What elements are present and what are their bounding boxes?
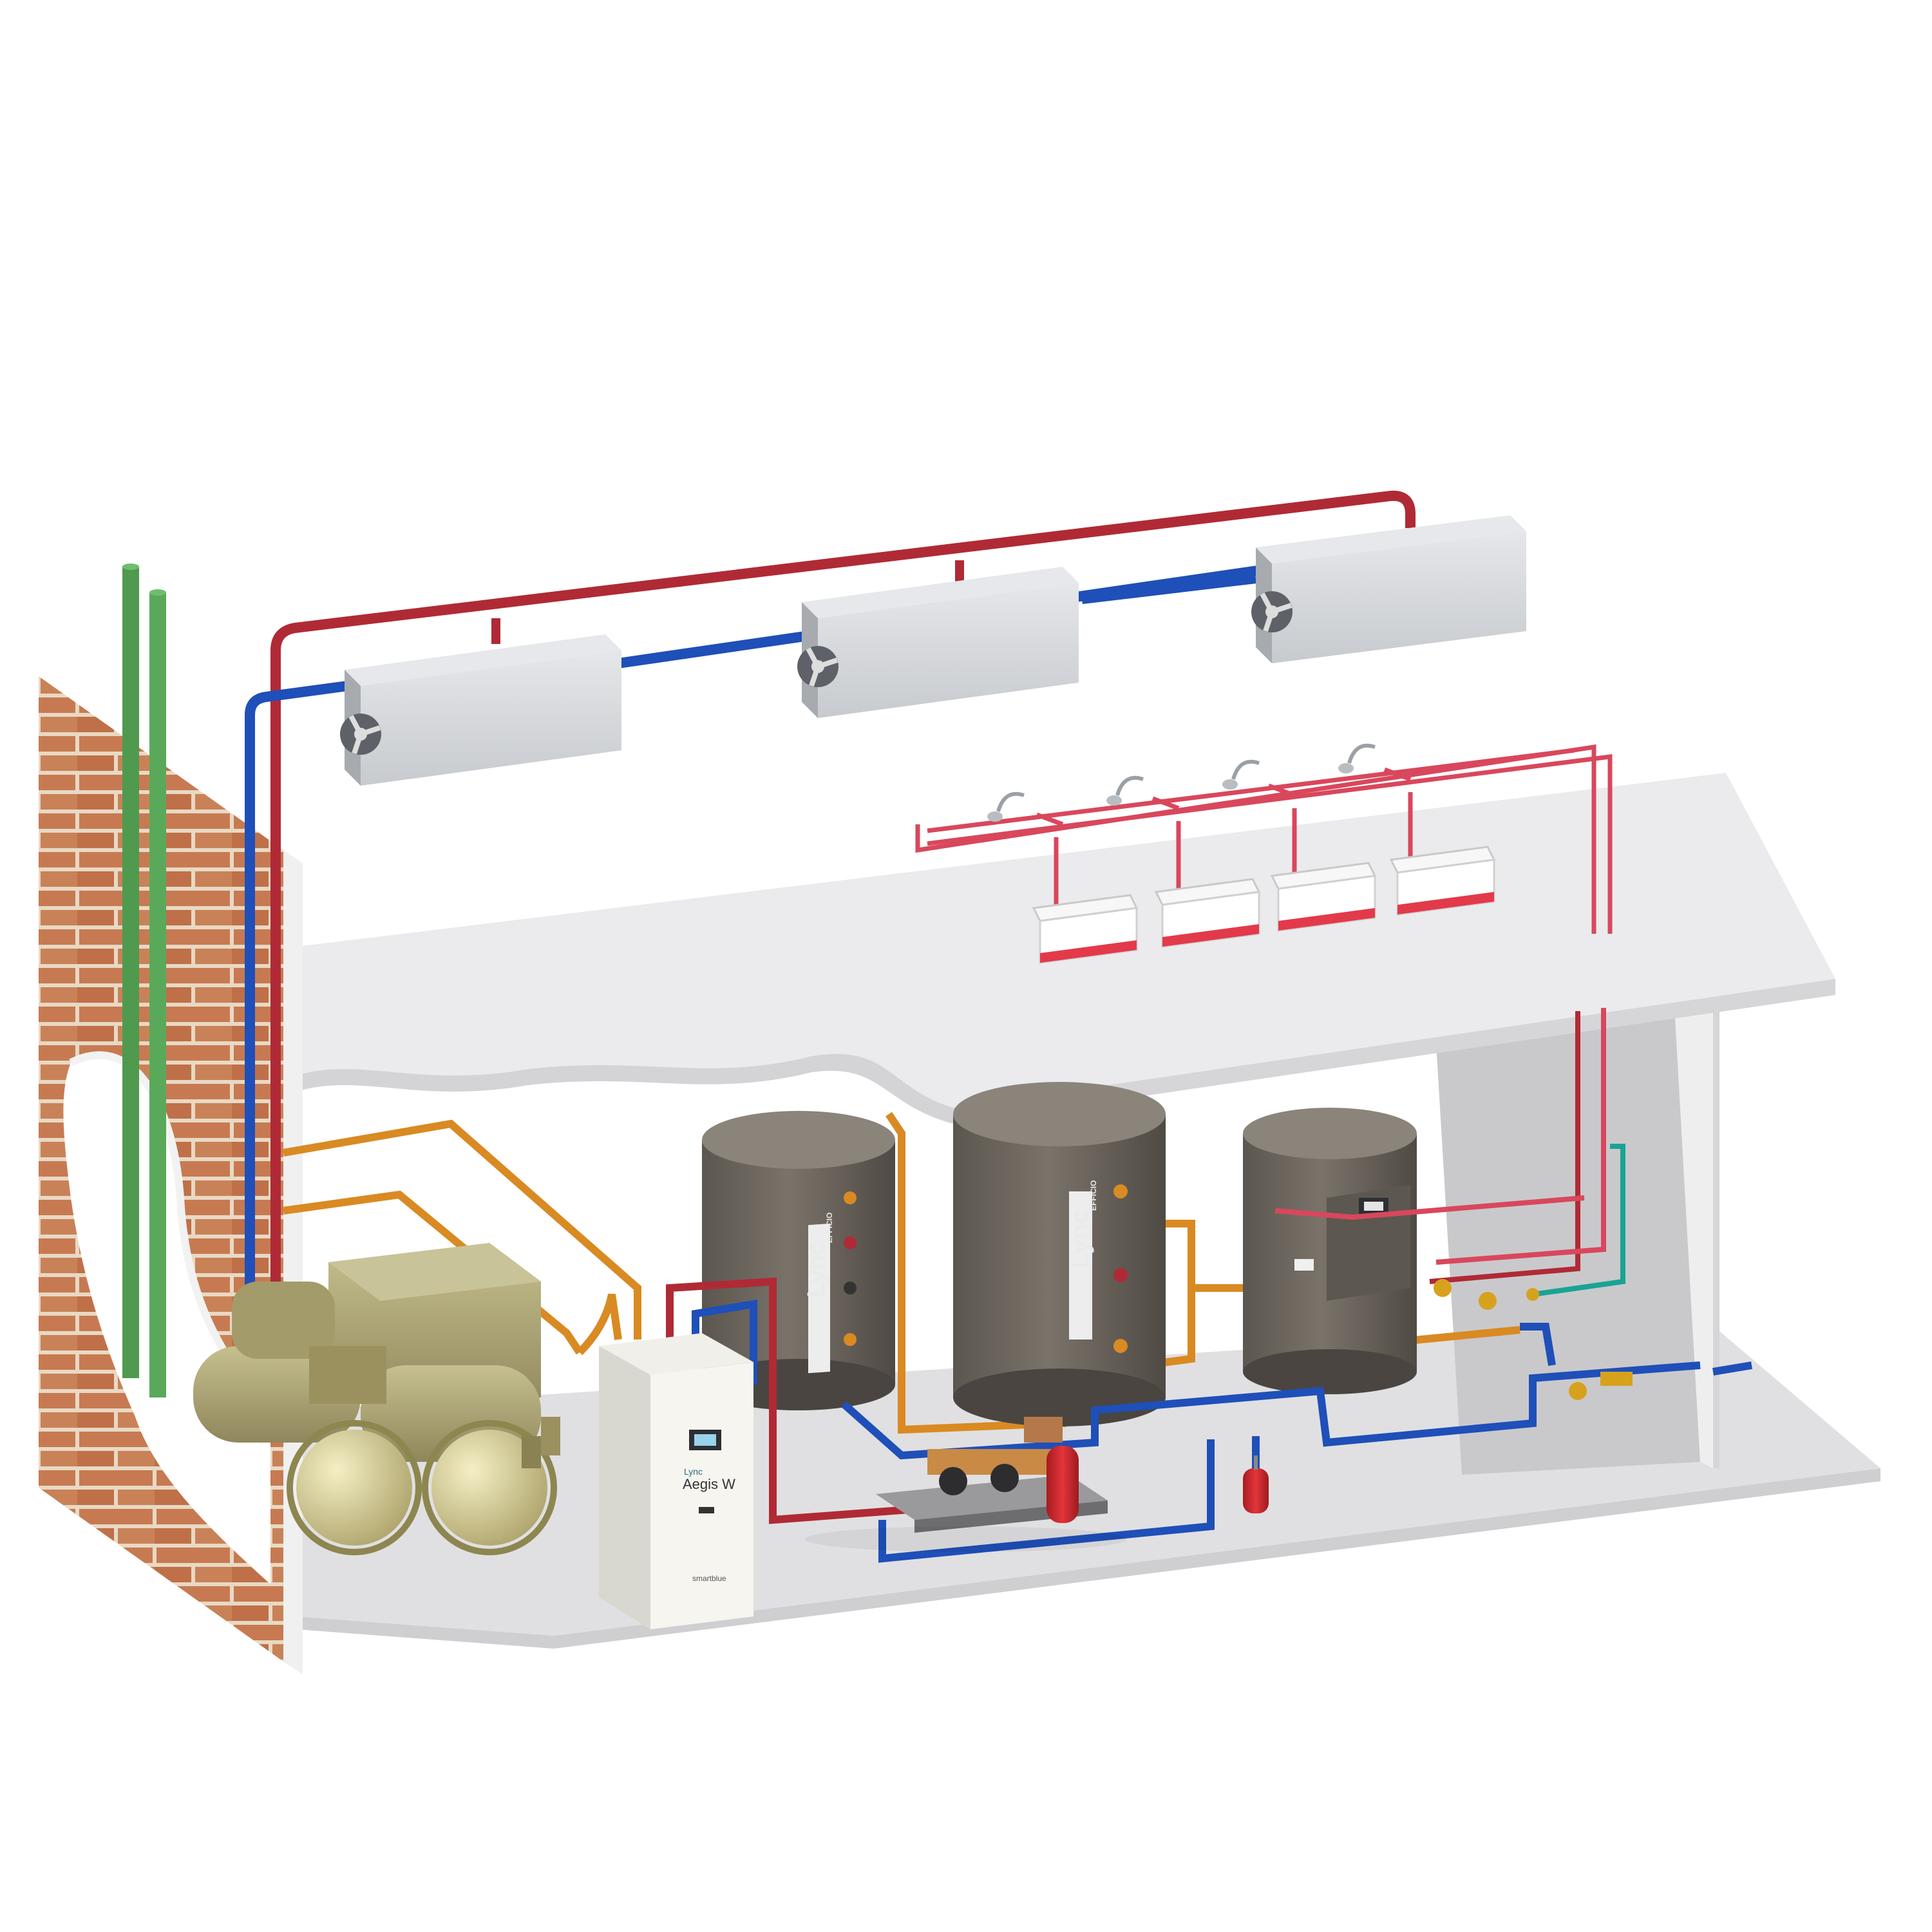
storage-tank-3-with-heater bbox=[1243, 1108, 1417, 1394]
tank-brand-label: Lync bbox=[1066, 1209, 1094, 1269]
valve-fittings bbox=[1434, 1279, 1633, 1400]
air-handling-unit-1 bbox=[340, 634, 621, 786]
valve-icon bbox=[1569, 1382, 1587, 1400]
gas-vent-pipes bbox=[122, 564, 166, 1397]
valve-icon bbox=[1526, 1288, 1539, 1301]
tank-sub-label: EFFICIO bbox=[825, 1213, 834, 1243]
water-cooled-chiller bbox=[193, 1243, 560, 1555]
domestic-hot-water-piping bbox=[915, 744, 1613, 934]
shower-head-icon bbox=[1106, 775, 1144, 806]
shower-head-icon bbox=[987, 791, 1025, 822]
unit-brand-label: Lync bbox=[684, 1466, 703, 1477]
sink-icon bbox=[1270, 862, 1377, 932]
fan-icon bbox=[1251, 591, 1293, 632]
brick-wall bbox=[39, 676, 303, 1674]
sink-icon bbox=[1032, 894, 1139, 964]
storage-tank-2: Lync EFFICIO bbox=[953, 1082, 1166, 1426]
aegis-water-heater-unit: Lync Aegis W smartblue bbox=[599, 1333, 753, 1629]
back-partition-wall bbox=[1436, 998, 1719, 1475]
shower-head-icon bbox=[1338, 743, 1376, 773]
shower-heads bbox=[987, 743, 1376, 822]
valve-icon bbox=[1479, 1292, 1497, 1310]
expansion-tanks bbox=[1046, 1446, 1269, 1523]
air-handling-unit-3 bbox=[1251, 515, 1526, 663]
tank-sub-label: EFFICIO bbox=[1089, 1180, 1098, 1211]
shower-head-icon bbox=[1222, 759, 1260, 790]
valve-icon bbox=[1600, 1372, 1633, 1386]
air-handling-unit-2 bbox=[797, 567, 1079, 718]
unit-maker-label: smartblue bbox=[692, 1574, 726, 1583]
floor-shadow bbox=[805, 1526, 1127, 1552]
sink-icon bbox=[1154, 878, 1261, 948]
control-panel-icon bbox=[1359, 1198, 1388, 1215]
tank-brand-label: Lync bbox=[803, 1242, 830, 1298]
fan-icon bbox=[797, 646, 838, 687]
sinks bbox=[1032, 846, 1496, 964]
sink-icon bbox=[1389, 846, 1496, 916]
fan-icon bbox=[340, 714, 381, 755]
valve-icon bbox=[1434, 1279, 1452, 1297]
unit-model-label: Aegis W bbox=[683, 1476, 735, 1492]
